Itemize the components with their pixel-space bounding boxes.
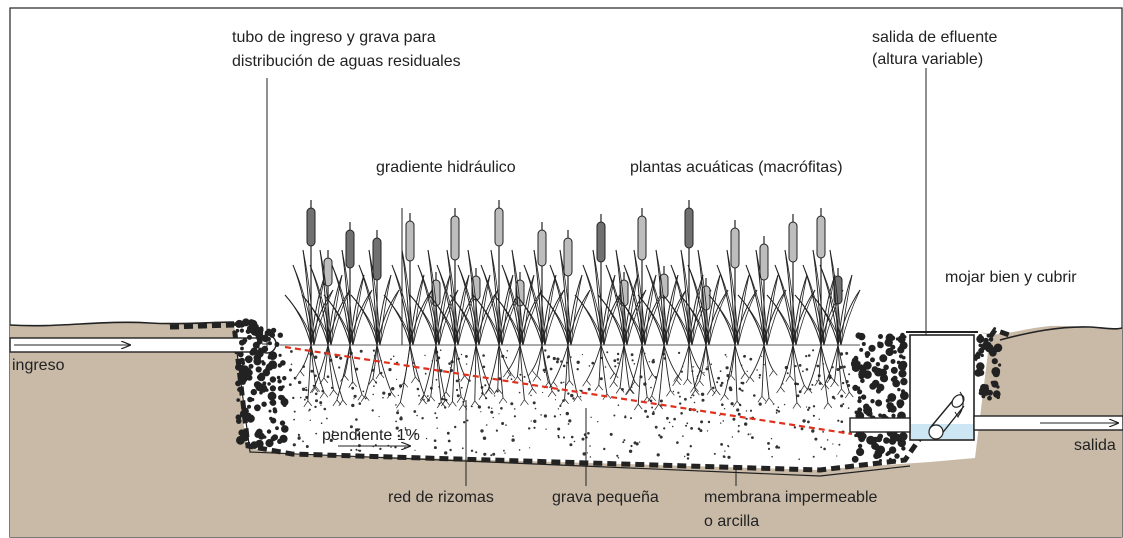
ground-line-left	[9, 321, 235, 327]
cattail-plant	[383, 213, 433, 409]
cattail-plant	[350, 230, 400, 402]
hydraulic-gradient-line	[284, 345, 853, 436]
liner-outline	[233, 329, 911, 477]
cattail-plant	[472, 200, 522, 404]
label-hydraulic-gradient: gradiente hidráulico	[376, 159, 516, 176]
outlet-chamber	[909, 334, 975, 441]
cattail-plant	[679, 249, 729, 397]
cattail-plant	[409, 249, 459, 409]
cattail-plant	[794, 208, 844, 410]
collector-pipe	[849, 417, 911, 433]
label-outflow: salida	[1074, 437, 1116, 454]
swivel-pipe	[928, 391, 965, 440]
basin-interior	[234, 322, 990, 468]
cattail-plant	[708, 220, 758, 408]
label-membrane-1: membrana impermeable	[704, 489, 878, 506]
cattail-plant	[574, 214, 624, 400]
label-rhizome-network: red de rizomas	[388, 489, 494, 506]
label-aquatic-plants: plantas acuáticas (macrófitas)	[630, 159, 843, 176]
label-slope: pendiente 1%	[322, 427, 420, 444]
cattail-plant	[541, 230, 591, 406]
cattail-plant	[515, 222, 565, 398]
cattail-plant	[615, 208, 665, 411]
label-inlet-pipe-1: tubo de ingreso y grava para	[232, 29, 436, 46]
cattail-plant	[284, 200, 334, 408]
label-outlet-1: salida de efluente	[872, 29, 998, 46]
ground-line-right	[999, 326, 1123, 341]
soil-left	[10, 322, 1122, 537]
plants-group	[284, 200, 861, 411]
label-small-gravel: grava pequeña	[552, 489, 659, 506]
label-wet-and-cover: mojar bien y cubrir	[945, 269, 1077, 286]
label-membrane-2: o arcilla	[704, 513, 759, 530]
label-inflow: ingreso	[12, 357, 65, 374]
label-outlet-2: (altura variable)	[872, 51, 983, 68]
cattail-plant	[811, 249, 861, 399]
cattail-plant	[597, 249, 647, 395]
cattail-plant	[323, 222, 373, 407]
label-inlet-pipe-2: distribución de aguas residuales	[232, 53, 461, 70]
